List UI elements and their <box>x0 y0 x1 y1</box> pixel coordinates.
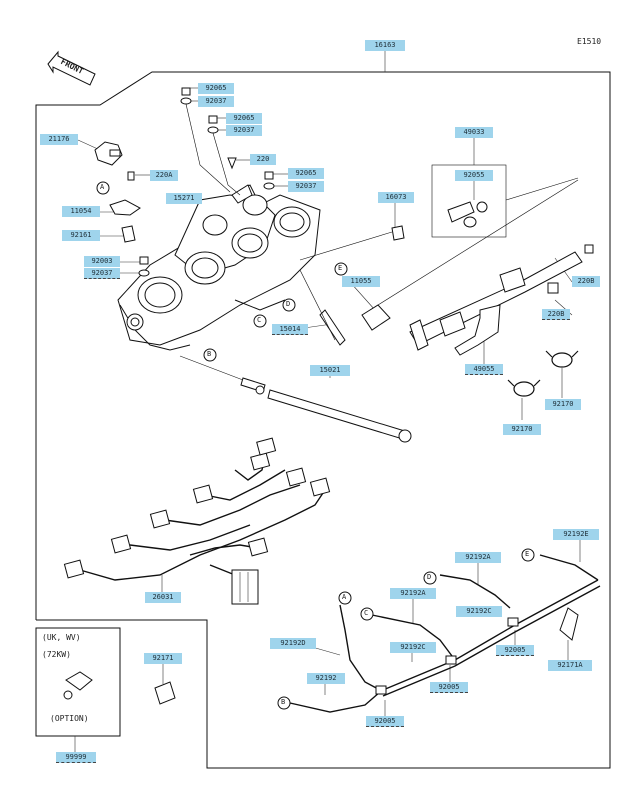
part-tag-26031[interactable]: 26031 <box>145 592 181 603</box>
part-tag-92037-a[interactable]: 92037 <box>198 96 234 107</box>
callout-c-bottom: C <box>364 609 369 617</box>
part-tag-15014[interactable]: 15014 <box>272 324 308 335</box>
inset-option-label: (OPTION) <box>50 714 89 723</box>
callout-e-top: E <box>338 264 343 272</box>
callout-e-bottom: E <box>525 550 530 558</box>
front-arrow <box>47 50 96 86</box>
part-tag-92037-b[interactable]: 92037 <box>226 125 262 136</box>
part-tag-16163[interactable]: 16163 <box>365 40 405 51</box>
part-tag-92065-a[interactable]: 92065 <box>198 83 234 94</box>
callout-b-top: B <box>207 350 212 358</box>
hose-joints <box>375 607 579 695</box>
part-tag-92065-c[interactable]: 92065 <box>288 168 324 179</box>
part-tag-92192[interactable]: 92192 <box>307 673 345 684</box>
part-tag-92005-mid[interactable]: 92005 <box>430 682 468 693</box>
part-tag-92055[interactable]: 92055 <box>455 170 493 181</box>
part-tag-92005-right[interactable]: 92005 <box>496 645 534 656</box>
cable-rod <box>179 269 412 443</box>
fuel-delivery-parts <box>299 164 594 356</box>
part-tag-92171a[interactable]: 92171A <box>548 660 592 671</box>
part-tag-49055[interactable]: 49055 <box>465 364 503 375</box>
callout-c-top: C <box>257 316 262 324</box>
letter-callouts <box>96 181 535 710</box>
part-tag-15271[interactable]: 15271 <box>166 193 202 204</box>
diagram-frame <box>35 71 611 769</box>
part-tag-92192a[interactable]: 92192A <box>390 588 436 599</box>
inset-region-label: (UK, WV) <box>42 633 81 642</box>
callout-a-bottom: A <box>342 593 347 601</box>
part-tag-92170-right[interactable]: 92170 <box>545 399 581 410</box>
harness-connectors <box>63 437 331 605</box>
part-tag-49033[interactable]: 49033 <box>455 127 493 138</box>
part-tag-92170-left[interactable]: 92170 <box>503 424 541 435</box>
sensor-parts <box>94 87 275 277</box>
part-tag-92037-d[interactable]: 92037 <box>84 268 120 279</box>
part-tag-92192d[interactable]: 92192D <box>270 638 316 649</box>
part-tag-92192e[interactable]: 92192E <box>553 529 599 540</box>
part-tag-92037-c[interactable]: 92037 <box>288 181 324 192</box>
hose-clamps <box>507 350 579 397</box>
vacuum-hoses <box>289 554 601 713</box>
part-tag-220a[interactable]: 220A <box>150 170 178 181</box>
callout-a-top: A <box>100 183 105 191</box>
part-tag-16073[interactable]: 16073 <box>378 192 414 203</box>
inset-box <box>35 627 121 737</box>
part-tag-11055[interactable]: 11055 <box>342 276 380 287</box>
part-tag-92192c-left[interactable]: 92192C <box>390 642 436 653</box>
part-tag-220b-upper[interactable]: 220B <box>572 276 600 287</box>
part-tag-11054[interactable]: 11054 <box>62 206 100 217</box>
part-tag-15021[interactable]: 15021 <box>310 365 350 376</box>
part-tag-92161[interactable]: 92161 <box>62 230 100 241</box>
callout-b-bottom: B <box>281 698 286 706</box>
inset-parts <box>63 671 176 705</box>
part-tag-92065-b[interactable]: 92065 <box>226 113 262 124</box>
part-tag-92005-left[interactable]: 92005 <box>366 716 404 727</box>
part-tag-99999[interactable]: 99999 <box>56 752 96 763</box>
inset-power-label: (72KW) <box>42 650 71 659</box>
part-tag-220[interactable]: 220 <box>250 154 276 165</box>
throttle-body-assembly <box>117 184 321 351</box>
part-tag-92003[interactable]: 92003 <box>84 256 120 267</box>
part-tag-92192c-right[interactable]: 92192C <box>456 606 502 617</box>
leader-lines <box>74 50 581 752</box>
diagram-code: E1510 <box>577 37 602 46</box>
part-tag-21176[interactable]: 21176 <box>40 134 78 145</box>
part-tag-92192a-top[interactable]: 92192A <box>455 552 501 563</box>
part-tag-92171[interactable]: 92171 <box>144 653 182 664</box>
callout-d-bottom: D <box>427 573 432 581</box>
part-tag-220b-lower[interactable]: 220B <box>542 309 570 320</box>
callout-d-top: D <box>286 300 291 308</box>
